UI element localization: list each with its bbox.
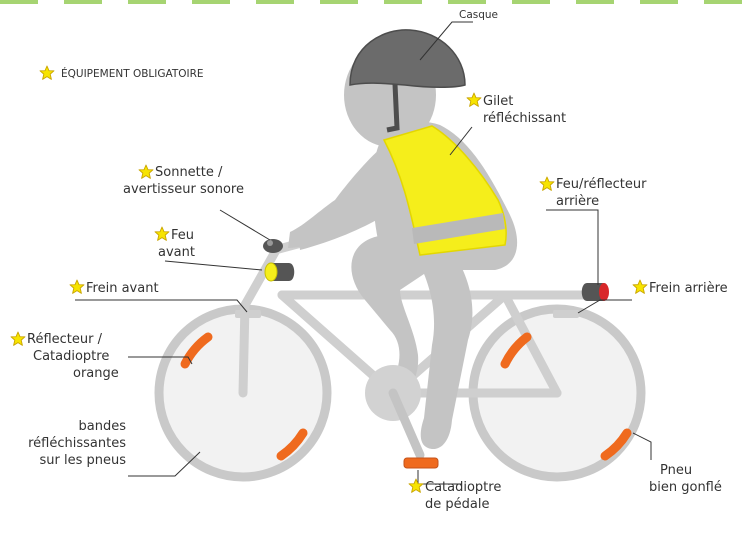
label-reflecteur: Réflecteur / (27, 332, 103, 347)
label-pneu: Pneu (660, 463, 692, 478)
label-feu-arriere: Feu/réflecteur (556, 177, 647, 192)
legend-label: ÉQUIPEMENT OBLIGATOIRE (61, 67, 204, 80)
label-pneu-2: bien gonflé (649, 480, 722, 495)
label-sonnette: Sonnette / (155, 165, 223, 180)
label-bandes-3: sur les pneus (39, 453, 126, 468)
label-feu-avant-2: avant (158, 245, 195, 260)
label-pedale: Catadioptre (425, 480, 501, 495)
front-light (265, 263, 294, 281)
rear-light (582, 283, 609, 301)
label-bandes-2: réfléchissantes (28, 436, 126, 451)
pedal-reflector (404, 458, 438, 468)
label-reflecteur-3: orange (73, 366, 119, 381)
label-gilet-2: réfléchissant (483, 111, 566, 126)
label-feu-arriere-2: arrière (556, 194, 599, 209)
label-feu-avant: Feu (171, 228, 194, 243)
label-frein-arriere: Frein arrière (649, 281, 728, 296)
front-brake (235, 310, 261, 318)
label-frein-avant: Frein avant (86, 281, 159, 296)
label-reflecteur-2: Catadioptre (33, 349, 109, 364)
label-sonnette-2: avertisseur sonore (123, 182, 244, 197)
bell (263, 239, 283, 253)
label-casque: Casque (459, 9, 498, 21)
label-gilet: Gilet (483, 94, 513, 109)
rear-brake (553, 310, 579, 318)
label-bandes: bandes (79, 419, 127, 434)
label-pedale-2: de pédale (425, 497, 489, 512)
